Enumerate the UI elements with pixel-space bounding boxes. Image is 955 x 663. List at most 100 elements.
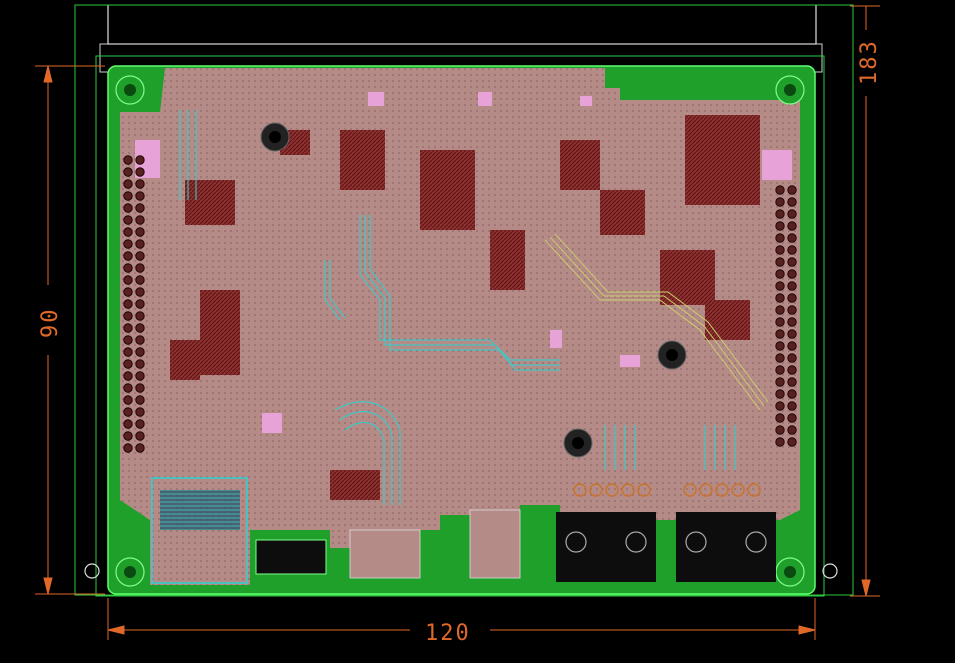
header-pin (775, 341, 785, 351)
enclosure-outline (99, 5, 823, 73)
header-pin (787, 293, 797, 303)
diff-pair-traces (544, 233, 769, 411)
signal-traces (179, 110, 736, 505)
header-pin (123, 431, 133, 441)
header-pin (135, 419, 145, 429)
header-pin (135, 203, 145, 213)
header-pin (787, 341, 797, 351)
header-pin (787, 245, 797, 255)
frame-outline (74, 4, 854, 597)
header-pin (775, 305, 785, 315)
header-pin (787, 233, 797, 243)
header-pin (787, 437, 797, 447)
header-pin (787, 365, 797, 375)
header-pin (123, 191, 133, 201)
header-pin (123, 311, 133, 321)
header-pin (135, 395, 145, 405)
header-pin (787, 269, 797, 279)
header-pin (775, 257, 785, 267)
header-pin (775, 233, 785, 243)
header-pin (123, 239, 133, 249)
header-pin (787, 185, 797, 195)
header-pin (135, 371, 145, 381)
header-pin (775, 281, 785, 291)
header-pin (135, 335, 145, 345)
header-pin (775, 197, 785, 207)
dark-copper-clusters (170, 115, 760, 500)
header-pin (123, 407, 133, 417)
header-pin (135, 263, 145, 273)
height-dimension-label: 90 (38, 308, 63, 339)
header-pin (787, 389, 797, 399)
header-pin (123, 179, 133, 189)
header-pin (775, 245, 785, 255)
header-pin (135, 179, 145, 189)
header-pin (123, 359, 133, 369)
header-pin (135, 251, 145, 261)
header-pin (775, 317, 785, 327)
header-pin (123, 155, 133, 165)
width-dimension-label: 120 (425, 621, 471, 646)
header-pin (775, 389, 785, 399)
header-pin (123, 335, 133, 345)
height-dimension (35, 65, 105, 595)
header-pin (135, 347, 145, 357)
header-pin (775, 329, 785, 339)
header-pin (123, 167, 133, 177)
header-pin (775, 437, 785, 447)
header-pin (787, 329, 797, 339)
header-pin (135, 275, 145, 285)
header-pin (787, 353, 797, 363)
header-pin (775, 365, 785, 375)
header-pin (787, 377, 797, 387)
header-pin (135, 431, 145, 441)
header-pin (123, 371, 133, 381)
width-dimension (107, 598, 816, 640)
header-pin (775, 425, 785, 435)
header-pin (775, 353, 785, 363)
header-pin (135, 383, 145, 393)
header-pin (787, 281, 797, 291)
header-pin (775, 413, 785, 423)
header-pin (787, 425, 797, 435)
pin-header-right (775, 185, 797, 447)
header-pin (123, 203, 133, 213)
header-pin (135, 407, 145, 417)
outer-dimension-label: 183 (857, 39, 882, 85)
header-pin (787, 317, 797, 327)
header-pin (787, 413, 797, 423)
header-pin (123, 287, 133, 297)
header-pin (135, 191, 145, 201)
header-pin (123, 299, 133, 309)
header-pin (775, 377, 785, 387)
header-pin (135, 227, 145, 237)
header-pin (135, 287, 145, 297)
header-pin (775, 221, 785, 231)
pin-header-left (123, 155, 145, 453)
header-pin (135, 323, 145, 333)
header-pin (787, 221, 797, 231)
header-pin (787, 257, 797, 267)
header-pin (123, 215, 133, 225)
sd-card-slot (151, 477, 248, 584)
header-pin (775, 401, 785, 411)
header-pin (135, 311, 145, 321)
header-pin (123, 443, 133, 453)
header-pin (787, 401, 797, 411)
header-pin (135, 443, 145, 453)
header-pin (123, 347, 133, 357)
header-pin (775, 209, 785, 219)
header-pin (775, 293, 785, 303)
header-pin (135, 359, 145, 369)
header-pin (775, 185, 785, 195)
header-pin (123, 227, 133, 237)
header-pin (135, 155, 145, 165)
header-pin (123, 323, 133, 333)
header-pin (123, 419, 133, 429)
mounting-holes (84, 75, 838, 587)
bottom-connectors (255, 483, 776, 582)
header-pin (787, 197, 797, 207)
sd-card-contacts (160, 490, 240, 530)
header-pin (123, 251, 133, 261)
